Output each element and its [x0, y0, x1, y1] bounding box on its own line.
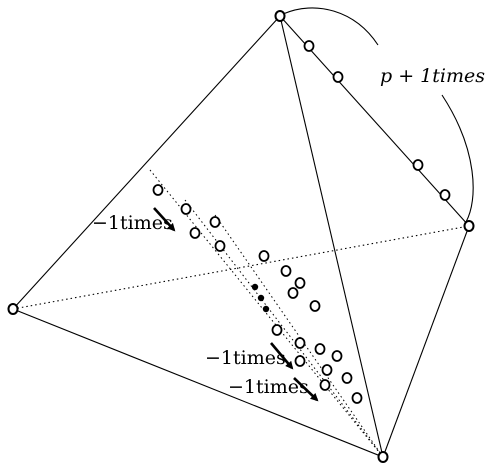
- guide-line-3: [214, 214, 384, 458]
- cluster-node: [271, 324, 283, 336]
- cluster-node: [209, 216, 221, 228]
- vertex-top: [274, 10, 286, 22]
- guide-line-1: [149, 169, 384, 458]
- brace-curve: [282, 7, 379, 46]
- edge-right-bottom: [382, 225, 470, 458]
- edge-top-left: [12, 15, 281, 310]
- hidden-edge-left-right: [12, 225, 470, 310]
- ellipsis-dot: [257, 294, 265, 302]
- arrow-left: [153, 207, 176, 232]
- cluster-node: [294, 337, 306, 349]
- cluster-node: [287, 287, 299, 299]
- label-top-right: p + 1times: [380, 65, 485, 87]
- cluster-node: [258, 250, 270, 262]
- cluster-node: [341, 372, 353, 384]
- arrow-lower-a: [270, 342, 294, 370]
- cluster-node: [351, 392, 363, 404]
- cluster-node: [331, 350, 343, 362]
- ellipsis-dot: [262, 305, 270, 313]
- vertex-bottom: [377, 451, 389, 463]
- edge-top-bottom: [279, 15, 384, 458]
- cluster-node: [294, 277, 306, 289]
- brace-curve-lower: [441, 94, 474, 223]
- ellipsis-dot: [251, 283, 259, 291]
- cluster-node: [314, 343, 326, 355]
- cluster-node: [280, 265, 292, 277]
- edge-node: [332, 71, 344, 83]
- cluster-node: [321, 364, 333, 376]
- cluster-node: [180, 203, 192, 215]
- label-lower-a: −1times: [205, 347, 286, 369]
- edge-node: [303, 40, 315, 52]
- edge-node: [439, 189, 451, 201]
- cluster-node: [319, 379, 331, 391]
- edge-node: [412, 159, 424, 171]
- cluster-node: [214, 240, 226, 252]
- cluster-node: [189, 227, 201, 239]
- label-left: −1times: [92, 212, 173, 234]
- arrow-lower-b: [293, 377, 319, 402]
- cluster-node: [152, 184, 164, 196]
- cluster-node: [309, 300, 321, 312]
- vertex-left: [7, 303, 19, 315]
- vertex-right: [463, 220, 475, 232]
- cluster-node: [294, 355, 306, 367]
- label-lower-b: −1times: [228, 376, 309, 398]
- edge-left-bottom: [12, 308, 384, 458]
